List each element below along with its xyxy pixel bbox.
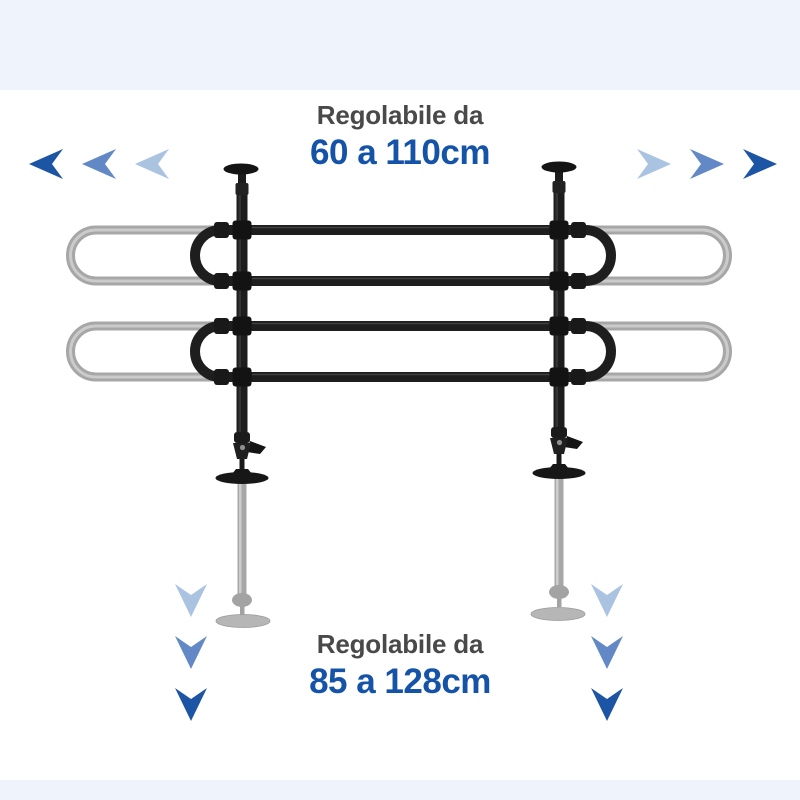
barrier-frame [190, 161, 616, 484]
expand-right-arrow-icon [637, 149, 671, 179]
left-post [236, 193, 248, 432]
bottom-band [0, 780, 800, 800]
expand-down-arrow-icon [591, 584, 623, 617]
upper-tube-assembly [190, 225, 616, 286]
width-arrows-right [637, 149, 777, 179]
right-top-pad [541, 161, 577, 193]
ghost-foot-disc [530, 607, 586, 621]
left-foot-disc [215, 472, 269, 484]
lower-tube-assembly [190, 321, 616, 382]
width-arrows-left [29, 149, 169, 179]
ghost-extension-poles [215, 478, 586, 628]
expand-left-arrow-icon [135, 149, 169, 179]
height-arrows-right [591, 584, 623, 721]
ghost-extension-tubes [66, 225, 732, 382]
expand-right-arrow-icon [690, 149, 724, 179]
left-adjuster-clamp [215, 432, 269, 484]
left-top-pad [223, 163, 259, 195]
expand-left-arrow-icon [29, 149, 63, 179]
expand-left-arrow-icon [82, 149, 116, 179]
expand-down-arrow-icon [591, 636, 623, 669]
expand-down-arrow-icon [175, 688, 207, 721]
expand-right-arrow-icon [743, 149, 777, 179]
expand-down-arrow-icon [175, 584, 207, 617]
height-arrows-left [175, 584, 207, 721]
expand-down-arrow-icon [175, 636, 207, 669]
expand-down-arrow-icon [591, 688, 623, 721]
tube-clamps [214, 220, 586, 387]
right-adjuster-clamp [532, 427, 586, 479]
ghost-foot-disc [215, 614, 271, 628]
top-band [0, 0, 800, 90]
right-post [553, 191, 565, 427]
right-foot-disc [532, 467, 586, 479]
